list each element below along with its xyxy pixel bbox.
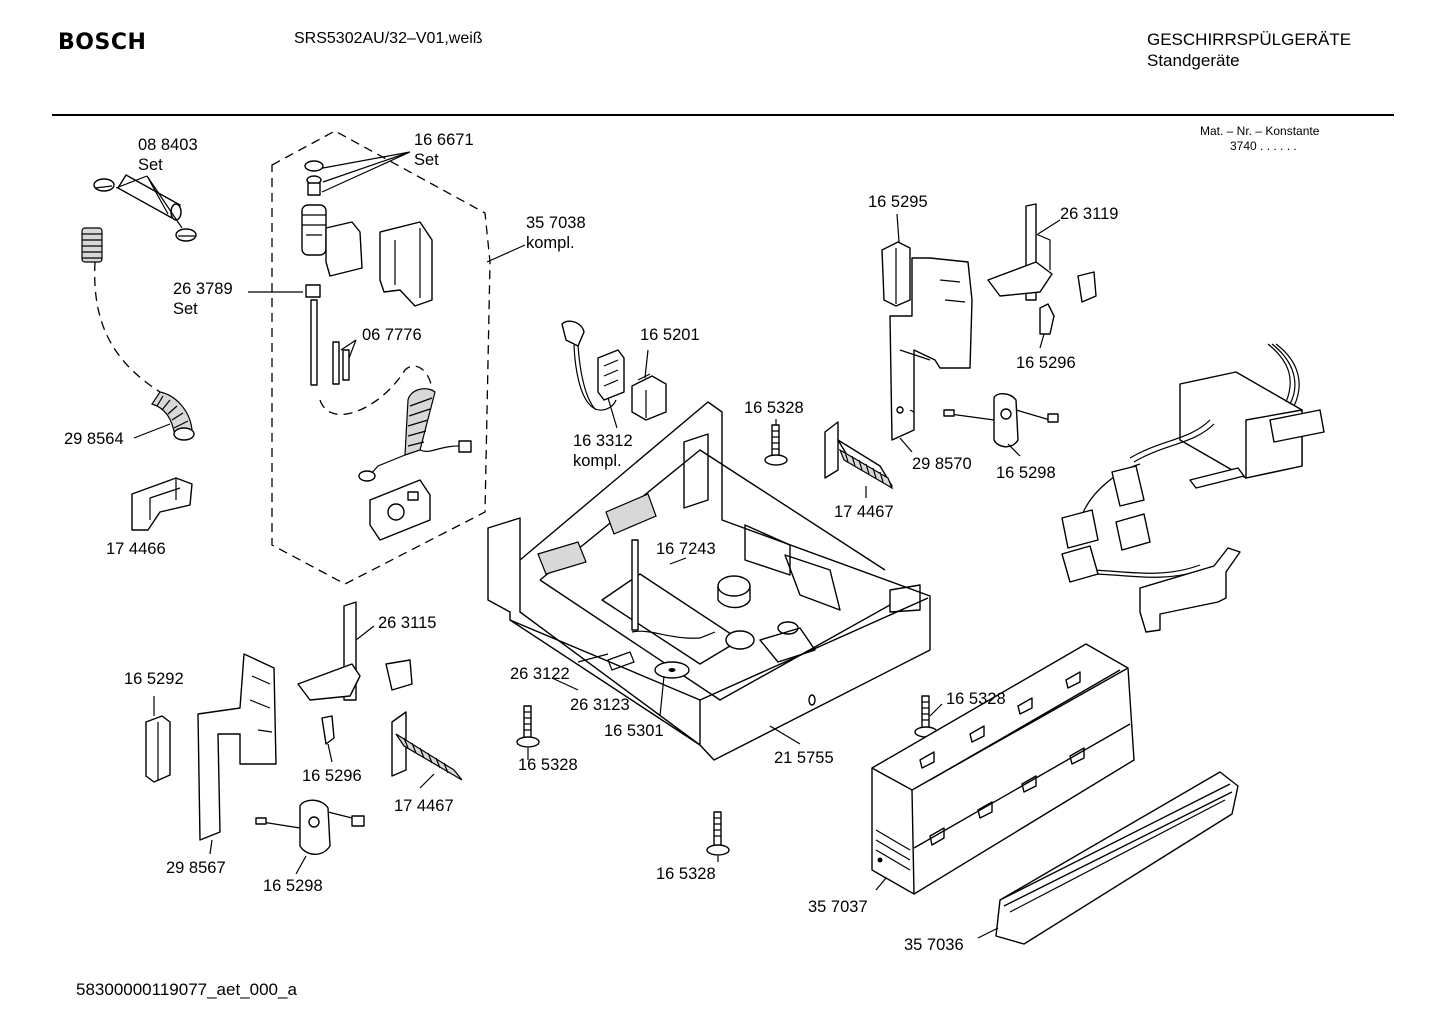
- spring-bracket-174467-a-drawing: [824, 421, 894, 490]
- control-module-drawing: [369, 479, 431, 541]
- part-number-label: 16 5328: [744, 399, 804, 417]
- part-number-label: 16 5301: [604, 722, 664, 740]
- spring-bracket-174467-b-drawing: [391, 711, 463, 781]
- holder-263115-drawing: [297, 601, 413, 701]
- brand-logo: BOSCH: [58, 30, 147, 55]
- part-number-label: 35 7038: [526, 214, 586, 232]
- part-number-label: 17 4467: [394, 797, 454, 815]
- document-id: 58300000119077_aet_000_a: [76, 980, 297, 999]
- bracket-165295-drawing: [881, 241, 911, 307]
- frame-298570-drawing: [889, 257, 973, 441]
- holder-263119-drawing: [987, 203, 1097, 303]
- part-number-label: 16 5295: [868, 193, 928, 211]
- kickplate-357037-drawing: [871, 643, 1135, 895]
- clip-165296-b-drawing: [321, 715, 335, 745]
- part-number-label: 16 5298: [996, 464, 1056, 482]
- part-number-label: 17 4466: [106, 540, 166, 558]
- assembly-boundary: [271, 130, 491, 585]
- hose-route-dashed: [94, 261, 161, 393]
- frame-298567-drawing: [197, 653, 277, 841]
- material-number-value: 3740 . . . . . .: [1230, 139, 1297, 153]
- material-number-label: Mat. – Nr. – Konstante: [1200, 124, 1320, 138]
- part-number-label: 16 5292: [124, 670, 184, 688]
- part-number-label: 29 8567: [166, 859, 226, 877]
- clip-165296-a-drawing: [1039, 303, 1055, 335]
- part-number-label: 16 5296: [1016, 354, 1076, 372]
- part-number-label: 26 3119: [1060, 205, 1118, 223]
- part-number-label: 26 3115: [378, 614, 436, 632]
- appliance-subcategory: Standgeräte: [1147, 51, 1240, 70]
- screw-165328-d-drawing: [706, 811, 730, 856]
- part-number-label: 35 7037: [808, 898, 868, 916]
- base-tub-drawing: [487, 401, 931, 761]
- part-number-label: 06 7776: [362, 326, 422, 344]
- part-number-label: 16 5296: [302, 767, 362, 785]
- part-number-label: 26 3123: [570, 696, 630, 714]
- part-number-label: 35 7036: [904, 936, 964, 954]
- part-number-label: 16 6671: [414, 131, 474, 149]
- elbow-hose-drawing: [151, 391, 195, 441]
- part-number-label: 16 5328: [518, 756, 578, 774]
- screw-165328-c-drawing: [914, 695, 938, 738]
- model-number: SRS5302AU/32–V01,weiß: [294, 30, 483, 47]
- part-number-label: 17 4467: [834, 503, 894, 521]
- part-number-note: Set: [138, 156, 163, 174]
- part-number-note: Set: [414, 151, 439, 169]
- part-number-label: 16 3312: [573, 432, 633, 450]
- sensor-163312-drawing: [561, 320, 625, 411]
- connector-165201-drawing: [631, 373, 667, 421]
- bracket-174466-drawing: [131, 477, 193, 531]
- cable-route-dashed: [319, 365, 433, 416]
- valve-assembly-drawing: [301, 160, 433, 386]
- part-number-label: 26 3122: [510, 665, 570, 683]
- level-sensor-drawing: [358, 388, 472, 482]
- switch-165298-b-drawing: [255, 799, 365, 855]
- part-number-note: kompl.: [526, 234, 575, 252]
- screw-165328-a-drawing: [764, 424, 788, 466]
- part-number-label: 29 8570: [912, 455, 972, 473]
- part-number-label: 16 5328: [946, 690, 1006, 708]
- corrugated-hose-drawing: [81, 227, 103, 263]
- part-number-note: kompl.: [573, 452, 622, 470]
- front-panel-357036-drawing: [995, 771, 1239, 945]
- switch-165298-a-drawing: [943, 393, 1059, 448]
- bracket-165292-drawing: [145, 715, 171, 783]
- part-number-label: 16 5201: [640, 326, 700, 344]
- part-number-label: 29 8564: [64, 430, 124, 448]
- wiring-harness-drawing: [1061, 343, 1325, 633]
- part-number-label: 16 5328: [656, 865, 716, 883]
- part-number-note: Set: [173, 300, 198, 318]
- part-number-label: 16 5298: [263, 877, 323, 895]
- appliance-category: GESCHIRRSPÜLGERÄTE: [1147, 30, 1352, 49]
- hose-with-clamps-drawing: [93, 174, 197, 242]
- part-number-label: 26 3789: [173, 280, 233, 298]
- part-number-label: 16 7243: [656, 540, 716, 558]
- leader-lines: [115, 151, 1061, 939]
- part-number-label: 08 8403: [138, 136, 198, 154]
- header-divider: [52, 114, 1394, 116]
- screw-165328-b-drawing: [516, 705, 540, 748]
- part-number-label: 21 5755: [774, 749, 834, 767]
